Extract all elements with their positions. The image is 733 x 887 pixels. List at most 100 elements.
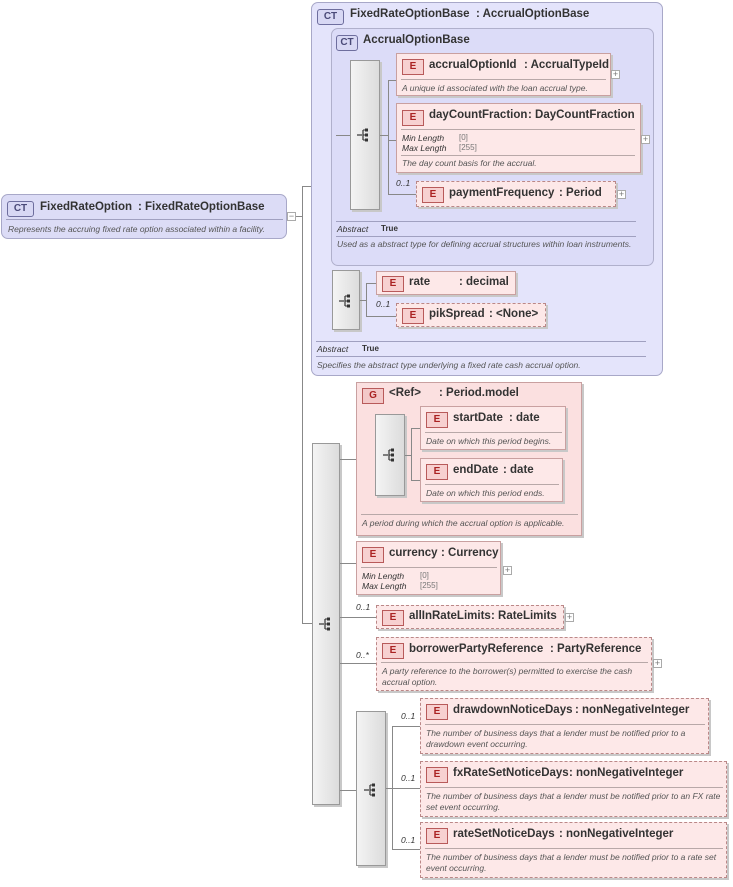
occurrence-label: 0..1 <box>396 178 411 188</box>
element-all-in-rate-limits[interactable]: E allInRateLimits : RateLimits <box>376 605 564 629</box>
abstract-label: Abstract <box>317 344 349 354</box>
element-type: : Period <box>559 187 602 199</box>
sequence-icon <box>357 128 368 142</box>
plus-icon[interactable]: + <box>617 189 626 199</box>
facet-value: [0] <box>459 133 468 142</box>
element-badge: E <box>382 643 404 659</box>
element-name: paymentFrequency <box>449 187 555 199</box>
element-currency[interactable]: E currency : Currency Min Length [0] Max… <box>356 541 501 595</box>
complex-type-badge: CT <box>317 9 344 25</box>
sequence-compositor[interactable] <box>375 414 405 496</box>
connector-line <box>388 80 389 195</box>
divider <box>316 356 646 357</box>
divider <box>401 79 606 80</box>
element-badge: E <box>402 308 424 324</box>
element-start-date[interactable]: E startDate : date Date on which this pe… <box>420 406 566 450</box>
facet-value: [0] <box>420 571 429 580</box>
connector-line <box>366 316 396 317</box>
element-doc: A unique id associated with the loan acc… <box>402 83 588 93</box>
divider <box>401 155 635 156</box>
element-name: endDate <box>453 464 499 476</box>
root-complex-type[interactable]: CT FixedRateOption : FixedRateOptionBase… <box>1 194 287 239</box>
accrual-base-doc: Used as a abstract type for defining acc… <box>337 239 632 249</box>
element-badge: E <box>426 828 448 844</box>
connector-line <box>366 283 367 316</box>
facet-value: [255] <box>420 581 438 590</box>
element-type: : RateLimits <box>491 610 557 622</box>
element-name: startDate <box>453 412 503 424</box>
sequence-icon <box>339 294 350 308</box>
occurrence-label: 0..1 <box>401 835 416 845</box>
divider <box>361 567 497 568</box>
sequence-compositor[interactable] <box>332 270 360 330</box>
divider <box>336 236 636 237</box>
connector-line <box>360 300 366 301</box>
divider <box>425 787 723 788</box>
complex-type-badge: CT <box>7 201 34 217</box>
element-badge: E <box>426 767 448 783</box>
element-type: : DayCountFraction <box>528 109 635 121</box>
accrual-base-name: AccrualOptionBase <box>363 34 470 46</box>
element-end-date[interactable]: E endDate : date Date on which this peri… <box>420 458 563 502</box>
group-type: : Period.model <box>439 387 519 399</box>
element-badge: E <box>422 187 444 203</box>
element-borrower-party-reference[interactable]: E borrowerPartyReference : PartyReferenc… <box>376 637 652 691</box>
element-type: : nonNegativeInteger <box>559 828 674 840</box>
element-fx-rate-set-notice-days[interactable]: E fxRateSetNoticeDays : nonNegativeInteg… <box>420 761 727 817</box>
sequence-compositor[interactable] <box>350 60 380 210</box>
abstract-value: True <box>362 344 379 353</box>
element-payment-frequency[interactable]: E paymentFrequency : Period <box>416 181 616 207</box>
plus-icon[interactable]: + <box>611 69 620 79</box>
base-name: FixedRateOptionBase <box>350 8 470 20</box>
connector-line <box>388 140 396 141</box>
element-type: : <None> <box>489 308 539 320</box>
element-pik-spread[interactable]: E pikSpread : <None> <box>396 303 546 327</box>
element-badge: E <box>382 610 404 626</box>
divider <box>425 848 723 849</box>
plus-icon[interactable]: + <box>653 658 662 668</box>
divider <box>361 514 578 515</box>
element-rate[interactable]: E rate : decimal <box>376 271 516 295</box>
element-doc: Date on which this period begins. <box>426 436 552 446</box>
occurrence-label: 0..* <box>356 650 369 660</box>
element-day-count-fraction[interactable]: E dayCountFraction : DayCountFraction Mi… <box>396 103 641 173</box>
element-badge: E <box>426 704 448 720</box>
connector-line <box>392 849 420 850</box>
connector-line <box>340 563 356 564</box>
divider <box>425 432 562 433</box>
element-doc: The number of business days that a lende… <box>426 852 717 873</box>
connector-line <box>340 459 356 460</box>
connector-line <box>411 480 420 481</box>
divider <box>336 221 636 222</box>
group-name: <Ref> <box>389 387 421 399</box>
plus-icon[interactable]: + <box>641 134 650 144</box>
element-name: rate <box>409 276 431 288</box>
plus-icon[interactable]: + <box>503 565 512 575</box>
base-type: : AccrualOptionBase <box>476 8 590 20</box>
collapse-icon[interactable]: − <box>287 211 296 221</box>
connector-line <box>405 455 411 456</box>
element-rate-set-notice-days[interactable]: E rateSetNoticeDays : nonNegativeInteger… <box>420 822 727 878</box>
divider <box>381 662 648 663</box>
abstract-value: True <box>381 224 398 233</box>
element-drawdown-notice-days[interactable]: E drawdownNoticeDays : nonNegativeIntege… <box>420 698 709 754</box>
sequence-icon <box>383 448 394 462</box>
element-name: fxRateSetNoticeDays <box>453 767 569 779</box>
sequence-compositor[interactable] <box>356 711 386 866</box>
occurrence-label: 0..1 <box>401 773 416 783</box>
element-doc: The day count basis for the accrual. <box>402 158 537 168</box>
element-doc: The number of business days that a lende… <box>426 728 686 749</box>
plus-icon[interactable]: + <box>565 612 574 622</box>
element-type: : AccrualTypeId <box>524 59 609 71</box>
element-doc: The number of business days that a lende… <box>426 791 721 812</box>
occurrence-label: 0..1 <box>376 299 391 309</box>
element-accrual-option-id[interactable]: E accrualOptionId : AccrualTypeId A uniq… <box>396 53 611 96</box>
divider <box>6 219 283 220</box>
connector-line <box>340 663 376 664</box>
occurrence-label: 0..1 <box>356 602 371 612</box>
sequence-compositor[interactable] <box>312 443 340 805</box>
element-type: : nonNegativeInteger <box>569 767 684 779</box>
divider <box>316 341 646 342</box>
base-doc: Specifies the abstract type underlying a… <box>317 360 581 370</box>
connector-line <box>302 186 303 624</box>
